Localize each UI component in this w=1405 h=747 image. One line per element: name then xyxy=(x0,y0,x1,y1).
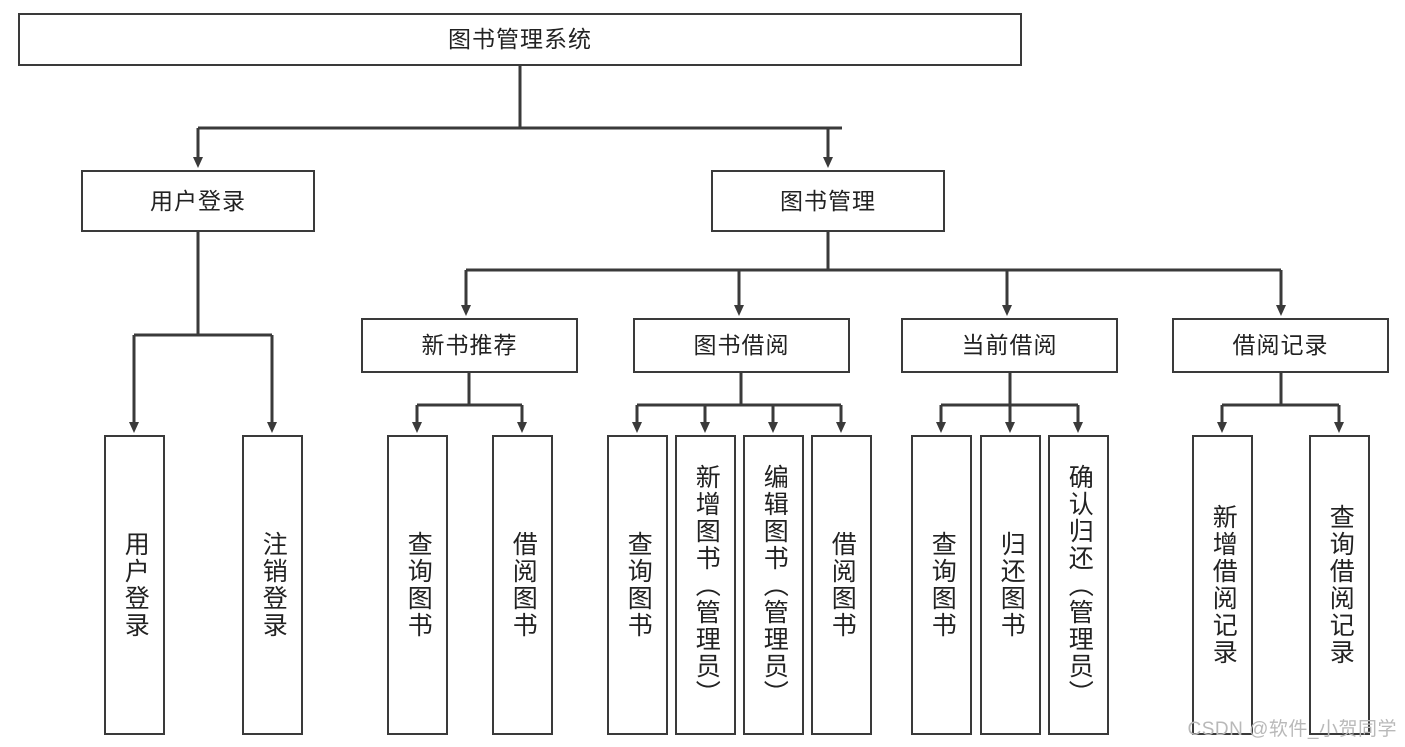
leaf-book-borrow-lend[interactable]: 借阅图书 xyxy=(811,435,872,735)
node-root[interactable]: 图书管理系统 xyxy=(18,13,1022,66)
leaf-label: 新增借阅记录 xyxy=(1209,504,1238,666)
node-user-login[interactable]: 用户登录 xyxy=(81,170,315,232)
leaf-label: 归还图书 xyxy=(997,531,1026,639)
leaf-book-borrow-add[interactable]: 新增图书（管理员） xyxy=(675,435,736,735)
leaf-label: 查询图书 xyxy=(624,531,653,639)
leaf-book-borrow-edit[interactable]: 编辑图书（管理员） xyxy=(743,435,804,735)
leaf-label: 确认归还（管理员） xyxy=(1065,463,1094,707)
leaf-label: 查询图书 xyxy=(928,531,957,639)
node-borrow-records[interactable]: 借阅记录 xyxy=(1172,318,1389,373)
leaf-current-borrow-confirm[interactable]: 确认归还（管理员） xyxy=(1048,435,1109,735)
leaf-new-book-borrow[interactable]: 借阅图书 xyxy=(492,435,553,735)
leaf-user-login-logout[interactable]: 注销登录 xyxy=(242,435,303,735)
leaf-borrow-records-query[interactable]: 查询借阅记录 xyxy=(1309,435,1370,735)
leaf-book-borrow-query[interactable]: 查询图书 xyxy=(607,435,668,735)
node-current-borrow-label: 当前借阅 xyxy=(961,332,1058,359)
leaf-new-book-query[interactable]: 查询图书 xyxy=(387,435,448,735)
node-book-manage-label: 图书管理 xyxy=(780,187,876,214)
node-current-borrow[interactable]: 当前借阅 xyxy=(901,318,1118,373)
leaf-label: 借阅图书 xyxy=(509,531,538,639)
leaf-user-login-login[interactable]: 用户登录 xyxy=(104,435,165,735)
leaf-label: 用户登录 xyxy=(121,531,150,639)
node-book-borrow[interactable]: 图书借阅 xyxy=(633,318,850,373)
leaf-label: 查询借阅记录 xyxy=(1326,504,1355,666)
leaf-label: 注销登录 xyxy=(259,531,288,639)
node-root-label: 图书管理系统 xyxy=(448,26,592,53)
node-user-login-label: 用户登录 xyxy=(150,187,246,214)
leaf-label: 新增图书（管理员） xyxy=(692,463,721,707)
watermark: CSDN @软件_小贺同学 xyxy=(1187,719,1397,740)
node-book-borrow-label: 图书借阅 xyxy=(693,332,790,359)
node-borrow-records-label: 借阅记录 xyxy=(1232,332,1329,359)
leaf-label: 编辑图书（管理员） xyxy=(760,463,789,707)
leaf-label: 借阅图书 xyxy=(828,531,857,639)
leaf-label: 查询图书 xyxy=(404,531,433,639)
node-new-book-recommend[interactable]: 新书推荐 xyxy=(361,318,578,373)
leaf-borrow-records-add[interactable]: 新增借阅记录 xyxy=(1192,435,1253,735)
node-new-book-recommend-label: 新书推荐 xyxy=(421,332,518,359)
leaf-current-borrow-query[interactable]: 查询图书 xyxy=(911,435,972,735)
node-book-manage[interactable]: 图书管理 xyxy=(711,170,945,232)
leaf-current-borrow-return[interactable]: 归还图书 xyxy=(980,435,1041,735)
